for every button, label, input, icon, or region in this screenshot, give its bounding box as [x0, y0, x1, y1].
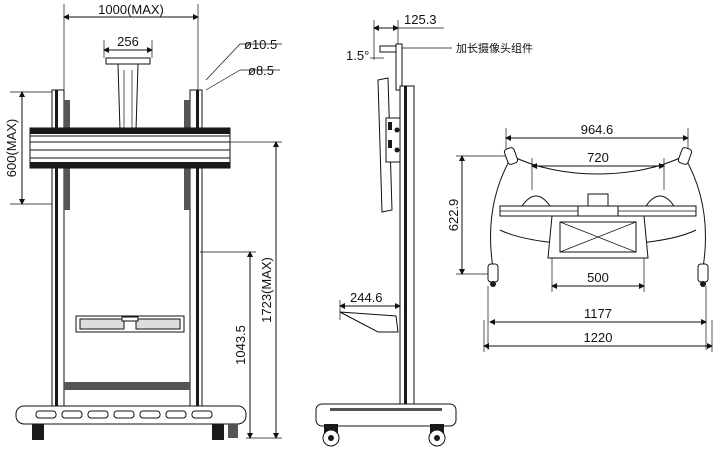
- top-view: 964.6 720 622.9: [446, 122, 713, 352]
- vesa-width-label: 720: [587, 150, 609, 165]
- side-shelf: [339, 311, 399, 333]
- hole-large-label: ø10.5: [244, 37, 277, 52]
- inner-width-label: 1177: [584, 306, 612, 321]
- outer-width-label: 1220: [584, 330, 613, 345]
- camera-mount-width-label: 256: [117, 34, 139, 49]
- base-arc-width-label: 964.6: [581, 122, 614, 137]
- shelf-width-label: 500: [587, 270, 609, 285]
- shelf-depth-label: 244.6: [350, 290, 383, 305]
- tilt-angle-label: 1.5°: [346, 48, 369, 63]
- bracket-height-label: 600(MAX): [4, 119, 19, 178]
- front-view: 1000(MAX) 256 ø10.5 ø8.5: [4, 2, 282, 440]
- total-height-label: 1723(MAX): [259, 257, 274, 323]
- camera-offset-label: 125.3: [404, 12, 437, 27]
- caster: [32, 424, 44, 440]
- side-base: [315, 403, 457, 427]
- shelf-height-label: 1043.5: [233, 325, 248, 365]
- side-view: 125.3 1.5° 加长摄像头组件 244.6: [315, 12, 533, 447]
- camera-extension-note: 加长摄像头组件: [456, 41, 533, 55]
- depth-label: 622.9: [446, 199, 461, 232]
- tv-panel-side: [377, 77, 393, 213]
- caster: [212, 424, 224, 440]
- camera-plate: [105, 57, 151, 65]
- hole-small-label: ø8.5: [248, 63, 274, 78]
- width-max-label: 1000(MAX): [98, 2, 164, 17]
